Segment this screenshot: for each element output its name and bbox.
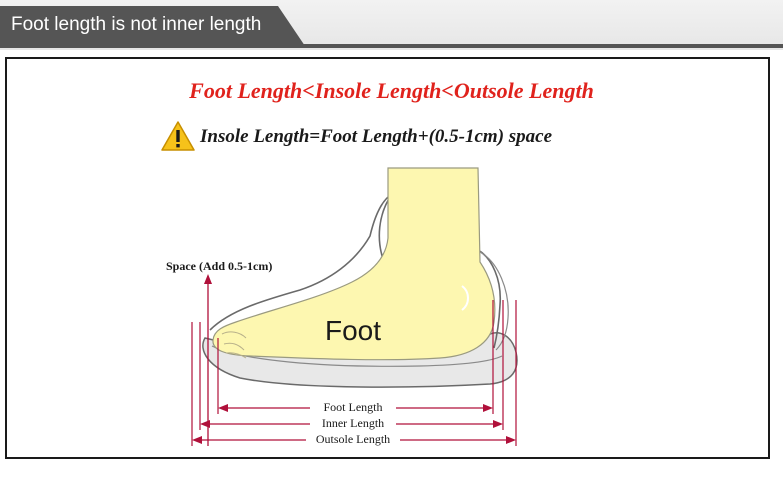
foot-shape <box>212 167 496 361</box>
foot-length-label: Foot Length <box>324 400 383 414</box>
page-title: Foot length is not inner length <box>11 14 262 35</box>
banner-tab <box>0 6 305 46</box>
outsole-length-label: Outsole Length <box>316 432 390 446</box>
warning-triangle-icon <box>161 121 195 151</box>
inner-length-dimension: Inner Length <box>200 416 503 430</box>
outsole-length-dimension: Outsole Length <box>192 432 516 446</box>
insole-formula: Insole Length=Foot Length+(0.5-1cm) spac… <box>200 126 553 147</box>
banner-divider <box>0 44 783 48</box>
ankle-bone <box>461 285 469 311</box>
header-banner: Foot length is not inner length <box>0 0 783 50</box>
space-arrow-head <box>204 274 212 284</box>
size-comparison-heading: Foot Length<Insole Length<Outsole Length <box>189 78 594 103</box>
toes-detail <box>221 331 247 359</box>
foot-label: Foot <box>325 315 381 346</box>
foot-length-dimension: Foot Length <box>218 400 493 414</box>
heel-counter <box>479 251 509 351</box>
inner-length-label: Inner Length <box>322 416 384 430</box>
space-label: Space (Add 0.5-1cm) <box>166 259 272 273</box>
